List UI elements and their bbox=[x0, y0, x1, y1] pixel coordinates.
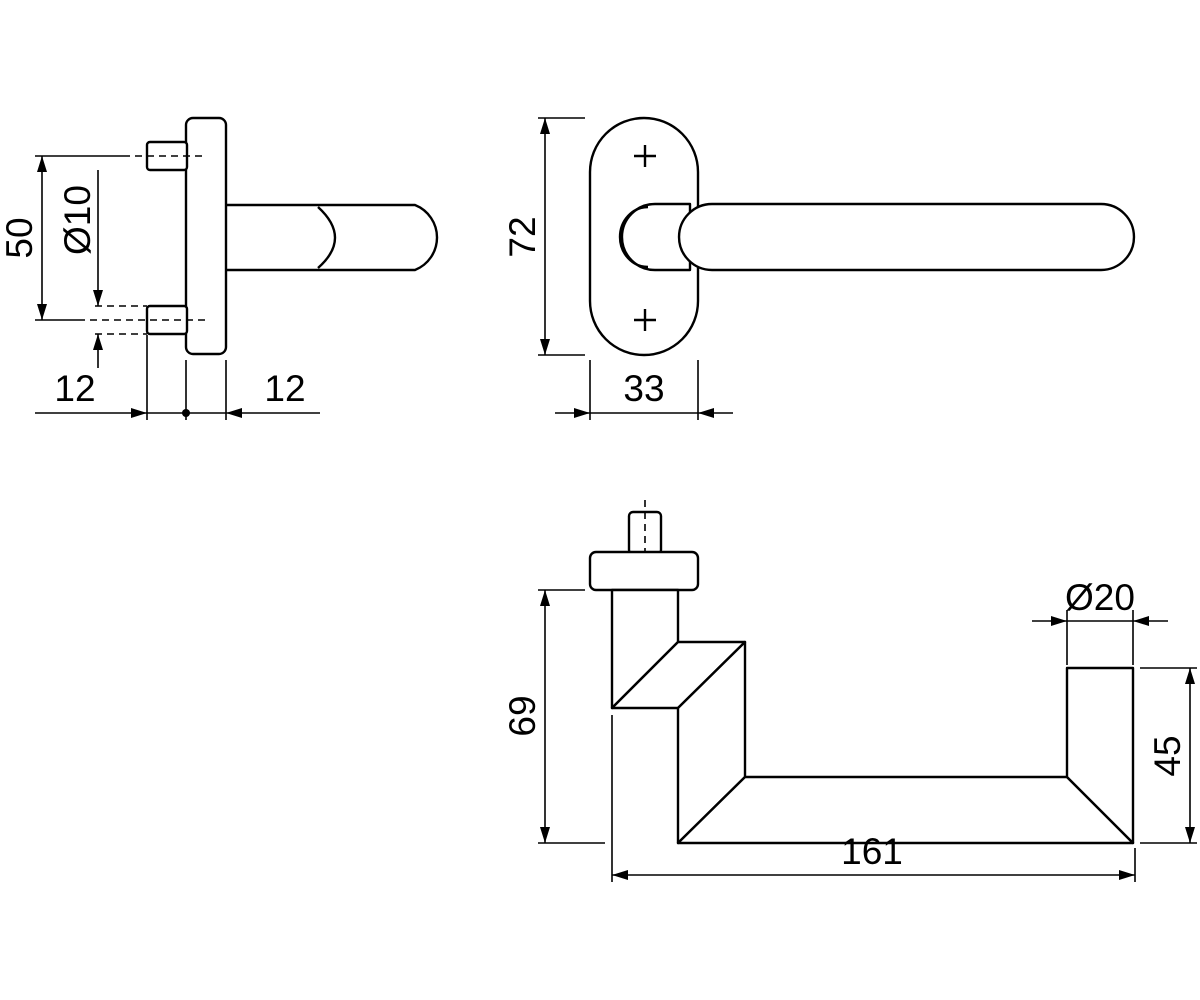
front-lever-arm bbox=[677, 202, 1136, 272]
top-lever-bar bbox=[676, 775, 1135, 845]
side-view: 50 Ø10 12 12 bbox=[0, 116, 439, 420]
top-lever-grip-end bbox=[1065, 666, 1135, 845]
dim-12-center-dot bbox=[182, 409, 190, 417]
label-rose-spacing: 50 bbox=[0, 217, 40, 258]
side-lever-bend-line bbox=[317, 206, 337, 269]
front-view: 72 33 bbox=[502, 116, 1136, 420]
label-lever-length: 161 bbox=[841, 831, 903, 872]
top-view: 69 Ø20 45 161 bbox=[502, 500, 1197, 882]
label-offset-left: 12 bbox=[54, 368, 95, 409]
side-rose-plate bbox=[184, 116, 228, 356]
label-rose-width: 33 bbox=[623, 368, 664, 409]
label-lever-height: 69 bbox=[502, 695, 543, 736]
label-grip-diameter: Ø20 bbox=[1065, 577, 1135, 618]
side-lever-arm bbox=[223, 203, 439, 272]
bottom-screw-cross-icon bbox=[634, 309, 656, 331]
label-rose-height: 72 bbox=[502, 216, 543, 257]
label-pin-diameter: Ø10 bbox=[57, 185, 98, 255]
top-screw-cross-icon bbox=[634, 145, 656, 167]
label-grip-height: 45 bbox=[1147, 735, 1188, 776]
label-offset-right: 12 bbox=[264, 368, 305, 409]
front-neck-inner-curve bbox=[618, 205, 649, 269]
top-rose-cap bbox=[588, 550, 700, 592]
